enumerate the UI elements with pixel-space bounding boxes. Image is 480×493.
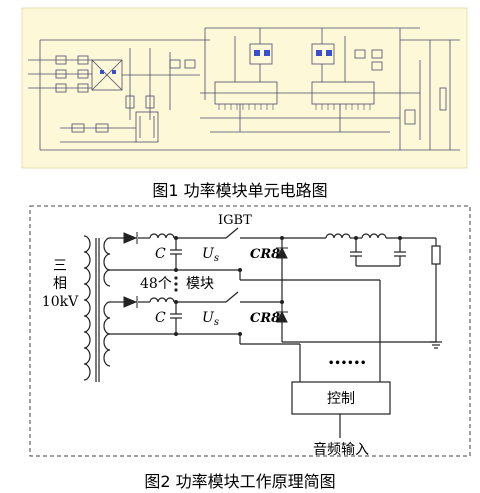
module-top-rectifier-diode xyxy=(123,232,138,244)
figure2-caption: 图2 功率模块工作原理简图 xyxy=(144,472,336,491)
transformer-primary-coil xyxy=(83,235,91,381)
module-bottom-freewheel-diode xyxy=(276,310,288,323)
control-box xyxy=(291,381,391,415)
cap-label-bottom: C xyxy=(155,310,166,326)
audio-input-label: 音频输入 xyxy=(313,441,369,458)
module-label: 模块 xyxy=(186,276,214,292)
outputs-ellipsis: •••••• xyxy=(328,358,366,369)
figure1-schematic xyxy=(21,7,468,169)
transformer-label-2: 相 xyxy=(53,276,67,292)
transformer-secondary-coil-top xyxy=(103,237,111,287)
load-resistor xyxy=(431,245,441,265)
control-label: 控制 xyxy=(327,391,355,407)
cap-label-top: C xyxy=(155,246,166,262)
output-inductor-2 xyxy=(361,233,387,239)
module-ellipsis-dot xyxy=(174,288,178,292)
cr8-label-bottom: CR8 xyxy=(250,311,280,326)
output-inductor-1 xyxy=(325,233,351,239)
module-bottom-inductor xyxy=(149,297,175,303)
module-count-label: 48个 xyxy=(140,276,172,292)
igbt-label: IGBT xyxy=(218,213,252,228)
figure2-diagram: 三 相 10kV IGBT 48个 模块 C C Us Us CR8 CR8 •… xyxy=(29,205,471,458)
module-bottom-rectifier-diode xyxy=(123,296,138,308)
figure1-panel xyxy=(21,7,468,169)
transformer-label-3: 10kV xyxy=(42,294,79,310)
transformer-label-1: 三 xyxy=(53,258,67,274)
cr8-label-top: CR8 xyxy=(250,247,280,262)
figure2-frame xyxy=(29,205,471,457)
transformer-secondary-coil-bottom xyxy=(103,301,111,367)
module-ellipsis-dot xyxy=(174,282,178,286)
us-label-top: Us xyxy=(202,246,219,264)
module-top-inductor xyxy=(149,233,175,239)
module-ellipsis-dot xyxy=(174,276,178,280)
figure1-caption: 图1 功率模块单元电路图 xyxy=(152,181,328,200)
us-label-bottom: Us xyxy=(202,310,219,328)
module-top-freewheel-diode xyxy=(276,246,288,259)
